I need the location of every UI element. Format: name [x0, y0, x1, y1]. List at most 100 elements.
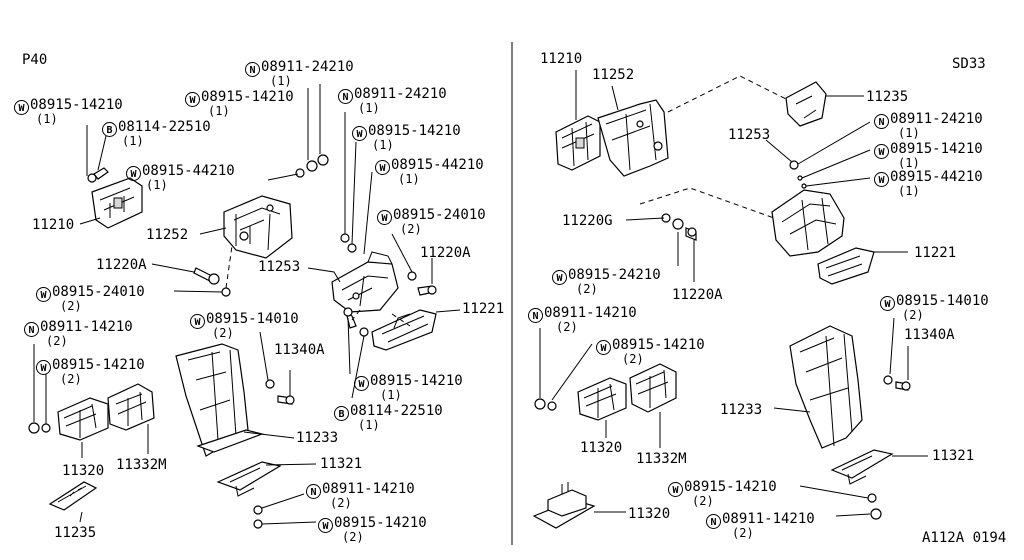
bolt-left-mid — [343, 307, 357, 329]
qty-r0: (1) — [898, 126, 920, 140]
section-title-right: SD33 — [952, 56, 986, 72]
bolt-11340A-left — [277, 395, 295, 405]
part-label-r6: 11220A — [672, 287, 723, 303]
bolt-left-top — [87, 167, 109, 183]
nut-l3 — [253, 519, 263, 529]
part-11321-plate-right — [830, 449, 894, 485]
washer-r2 — [797, 175, 803, 181]
qty-l11: (2) — [212, 326, 234, 340]
qty-r1: (1) — [898, 156, 920, 170]
part-label-l4: 11220A — [420, 245, 471, 261]
qty-l4: (1) — [358, 101, 380, 115]
part-11221-insulator-right — [817, 247, 875, 285]
qty-l7: (1) — [398, 172, 420, 186]
qty-r2: (1) — [898, 184, 920, 198]
part-11235-left — [48, 481, 98, 511]
part-label-l8: 11320 — [62, 463, 105, 479]
part-11210-bracket-right — [555, 115, 601, 171]
qty-l0: (1) — [270, 74, 292, 88]
washer-l7 — [359, 327, 369, 337]
part-label-l10: 11321 — [320, 456, 363, 472]
washer-l6 — [407, 271, 417, 281]
part-label-l1: 11252 — [146, 227, 189, 243]
washer-l9 — [41, 423, 51, 433]
washer-l3 — [221, 287, 231, 297]
qty-r5: (2) — [622, 352, 644, 366]
part-label-r4: 11220G — [562, 213, 613, 229]
bolt-11220A-right — [685, 227, 697, 241]
section-title-left: P40 — [22, 52, 48, 68]
qty-l12: (2) — [60, 372, 82, 386]
washer-r1 — [789, 160, 799, 170]
bolt-11340A-right — [895, 381, 911, 391]
washer-l4 — [340, 233, 350, 243]
qty-l6: (1) — [146, 178, 168, 192]
qty-r4: (2) — [556, 320, 578, 334]
qty-l10: (2) — [46, 334, 68, 348]
part-label-l6: 11340A — [274, 342, 325, 358]
qty-l2: (1) — [208, 104, 230, 118]
washer-l10 — [253, 505, 263, 515]
nut-r2 — [870, 508, 882, 520]
washer-r3 — [801, 183, 807, 189]
nut-l2 — [28, 422, 40, 434]
part-label-l9: 11332M — [116, 457, 167, 473]
part-label-r9: 11320 — [580, 440, 623, 456]
washer-r7 — [547, 401, 557, 411]
part-11252-bracket-right — [597, 99, 669, 177]
qty-l9: (2) — [60, 299, 82, 313]
part-label-l5: 11221 — [462, 301, 505, 317]
part-11233-bracket-right — [789, 325, 863, 449]
qty-l13: (1) — [380, 388, 402, 402]
part-11221-insulator — [371, 309, 437, 351]
bolt-11220A-right — [417, 285, 437, 296]
part-label-l2: 11220A — [96, 257, 147, 273]
part-label-l3: 11253 — [258, 259, 301, 275]
part-label-r3: 11253 — [728, 127, 771, 143]
qty-r3: (2) — [576, 282, 598, 296]
part-11253-mount-right — [771, 189, 845, 257]
qty-l3: (1) — [122, 134, 144, 148]
qty-l1: (1) — [36, 112, 58, 126]
part-11253-mount — [331, 251, 399, 313]
part-11321-plate-left — [216, 461, 282, 497]
part-11320-insulator-left — [57, 397, 109, 441]
qty-l8: (2) — [400, 222, 422, 236]
washer-r8 — [867, 493, 877, 503]
part-11210-bracket — [91, 177, 143, 229]
part-label-l11: 11235 — [54, 525, 97, 541]
part-label-r5: 11221 — [914, 245, 957, 261]
part-label-l7: 11233 — [296, 430, 339, 446]
part-label-r1: 11252 — [592, 67, 635, 83]
part-label-r11: 11321 — [932, 448, 975, 464]
part-11320-insulator-right — [577, 377, 627, 421]
part-11252-bracket — [223, 195, 293, 259]
part-label-r10: 11332M — [636, 451, 687, 467]
washer-r6 — [883, 375, 893, 385]
part-11332M-right — [629, 363, 677, 413]
diagram-code: A112A 0194 — [922, 530, 1007, 546]
part-label-r2: 11235 — [866, 89, 909, 105]
nut-l1 — [317, 154, 329, 166]
